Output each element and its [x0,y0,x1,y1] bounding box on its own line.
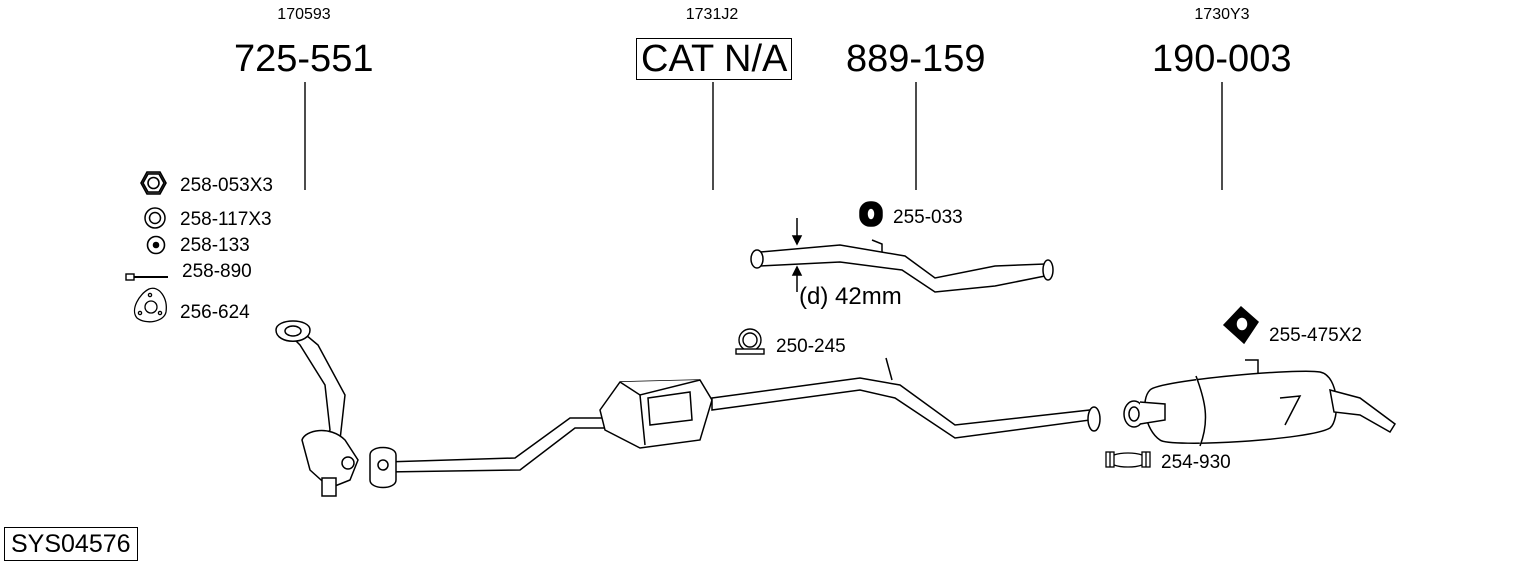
label-washer[interactable]: 258-117X3 [180,209,272,230]
ref-code-front-pipe: 170593 [277,6,331,23]
part-number-front-pipe[interactable]: 725-551 [234,38,374,80]
clamp-mid-icon [735,328,765,355]
label-hanger-rear[interactable]: 255-475X2 [1269,325,1362,346]
label-ring[interactable]: 258-133 [180,235,250,256]
label-hanger-front[interactable]: 255-033 [893,207,963,228]
label-nut[interactable]: 258-053X3 [180,175,273,196]
hanger-front-icon [859,201,883,227]
ref-code-rear-silencer: 1730Y3 [1194,6,1250,23]
clamp-rear-icon [1105,451,1151,468]
front-down-pipe-icon [275,320,359,497]
bolt-icon [125,273,168,281]
label-clamp-rear[interactable]: 254-930 [1161,452,1231,473]
dimension-label: (d) 42mm [799,283,902,310]
catalyst-pipe-icon [369,357,1101,489]
label-bolt[interactable]: 258-890 [182,261,252,282]
hanger-rear-icon [1222,305,1259,345]
ring-icon [146,235,166,255]
part-number-centre-pipe[interactable]: 889-159 [846,38,986,80]
part-number-rear-silencer[interactable]: 190-003 [1152,38,1292,80]
system-code-badge: SYS04576 [4,527,138,561]
nut-icon [140,171,167,195]
washer-icon [144,207,166,229]
label-clamp-mid[interactable]: 250-245 [776,336,846,357]
label-gasket[interactable]: 256-624 [180,302,250,323]
rear-silencer-icon [1123,359,1397,447]
gasket-icon [133,287,167,323]
centre-pipe-icon [750,218,1054,293]
part-number-catalyst[interactable]: CAT N/A [636,38,793,80]
ref-code-catalyst: 1731J2 [685,6,739,23]
